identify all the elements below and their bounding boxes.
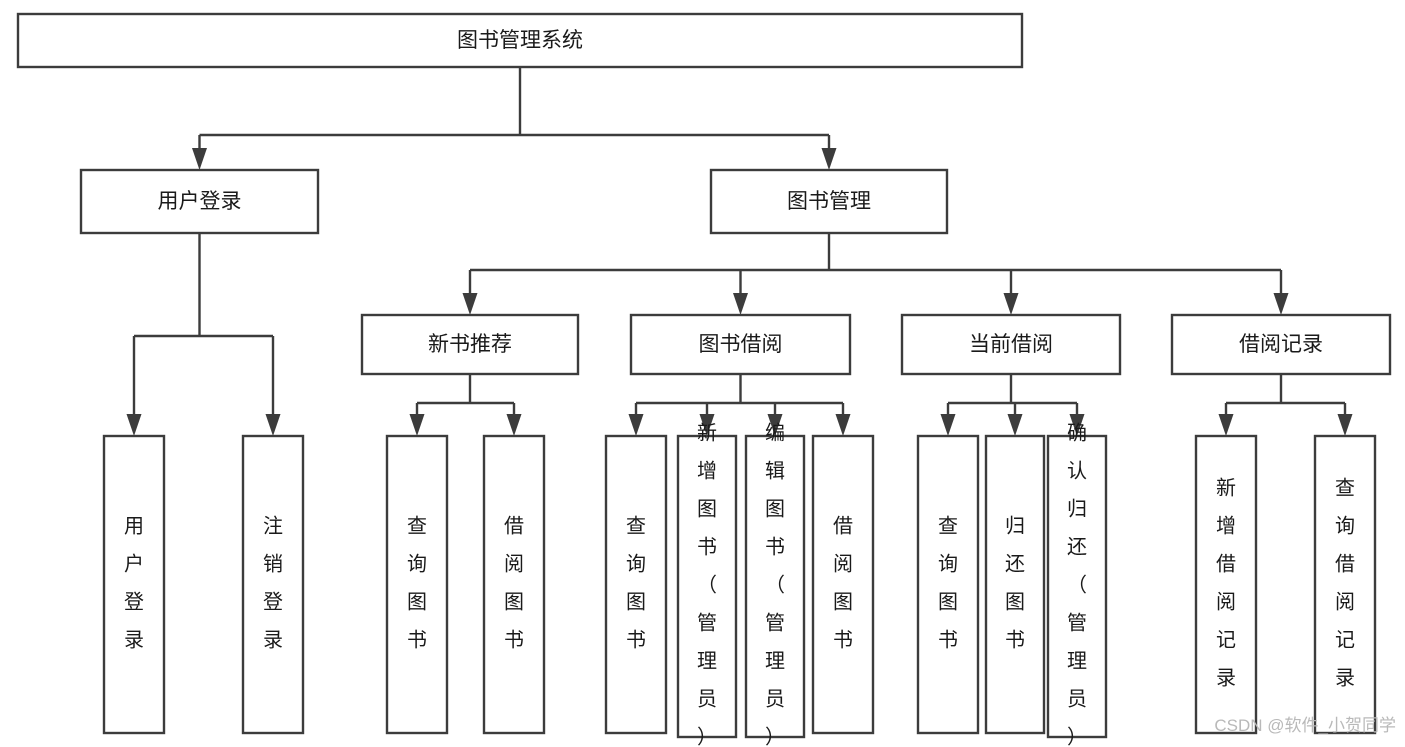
node-label: 借阅记录 [1239,333,1323,356]
node-box[interactable] [79,168,320,235]
arrow-head-icon [767,414,783,436]
node-box[interactable] [1170,313,1392,376]
node-box[interactable] [744,434,806,739]
node-label: 借阅图书 [833,515,853,652]
node-current-borrow[interactable]: 当前借阅 [900,313,1122,376]
node-box[interactable] [900,313,1122,376]
node-leaf-query-book-current[interactable]: 查询图书 [916,434,980,735]
node-box[interactable] [1313,434,1377,735]
arrow-head-icon [628,414,644,436]
node-box[interactable] [811,434,875,735]
node-box[interactable] [916,434,980,735]
arrow-head-icon [1007,414,1023,436]
arrow-head-icon [1003,293,1019,315]
arrow-head-icon [462,293,478,315]
connector-group-borrow-records [1218,374,1353,436]
node-label: 查询借阅记录 [1335,477,1355,690]
node-leaf-query-book-rec[interactable]: 查询图书 [385,434,449,735]
node-book-management[interactable]: 图书管理 [709,168,949,235]
node-root[interactable]: 图书管理系统 [16,12,1024,69]
node-box[interactable] [482,434,546,735]
node-label: 借阅图书 [504,515,524,652]
connector-group-user-login [126,233,281,436]
node-box[interactable] [385,434,449,735]
node-leaf-borrow-book-rec[interactable]: 借阅图书 [482,434,546,735]
node-leaf-add-record[interactable]: 新增借阅记录 [1194,434,1258,735]
connector-group-root [192,67,837,170]
arrow-head-icon [192,148,207,170]
arrow-head-icon [126,414,142,436]
node-label: 新增图书（管理员） [697,422,717,747]
node-label: 归还图书 [1005,515,1025,652]
node-leaf-logout[interactable]: 注销登录 [241,434,305,735]
node-leaf-user-login[interactable]: 用户登录 [102,434,166,735]
node-leaf-add-book[interactable]: 新增图书（管理员） [676,422,738,747]
arrow-head-icon [1218,414,1234,436]
node-box[interactable] [604,434,668,735]
connector-group-book-borrow [628,374,851,436]
arrow-head-icon [835,414,851,436]
node-label: 查询图书 [938,515,958,652]
arrow-head-icon [821,148,837,170]
watermark-label: CSDN @软件_小贺同学 [1214,716,1396,735]
node-label: 图书管理系统 [457,29,583,52]
node-new-book-recommend[interactable]: 新书推荐 [360,313,580,376]
node-label: 确认归还（管理员） [1067,422,1087,747]
node-label: 新书推荐 [428,333,512,356]
node-box[interactable] [676,434,738,739]
node-leaf-return-book[interactable]: 归还图书 [984,434,1046,735]
connector-group-book-management [462,233,1289,315]
node-label: 图书管理 [787,190,871,213]
node-box[interactable] [1046,434,1108,739]
node-book-borrow[interactable]: 图书借阅 [629,313,852,376]
arrow-head-icon [506,414,522,436]
node-leaf-query-book-borrow[interactable]: 查询图书 [604,434,668,735]
connector-group-current-borrow [940,374,1085,436]
node-box[interactable] [629,313,852,376]
node-label: 新增借阅记录 [1216,477,1236,690]
node-box[interactable] [1194,434,1258,735]
node-label: 用户登录 [124,516,144,652]
arrow-head-icon [409,414,425,436]
node-label: 用户登录 [158,190,242,213]
node-leaf-borrow-book[interactable]: 借阅图书 [811,434,875,735]
arrow-head-icon [699,414,715,436]
connector-layer [126,67,1353,436]
node-label: 图书借阅 [699,333,783,356]
node-layer: 图书管理系统用户登录图书管理新书推荐图书借阅当前借阅借阅记录用户登录注销登录查询… [16,12,1392,747]
node-label: 查询图书 [626,515,646,652]
arrow-head-icon [733,293,748,315]
arrow-head-icon [940,414,956,436]
node-label: 编辑图书（管理员） [765,422,785,747]
node-leaf-confirm-return[interactable]: 确认归还（管理员） [1046,422,1108,747]
node-box[interactable] [102,434,166,735]
node-label: 查询图书 [407,515,427,652]
node-leaf-edit-book[interactable]: 编辑图书（管理员） [744,422,806,747]
node-box[interactable] [16,12,1024,69]
node-user-login[interactable]: 用户登录 [79,168,320,235]
arrow-head-icon [1273,293,1289,315]
arrow-head-icon [1069,414,1085,436]
arrow-head-icon [265,414,281,436]
connector-group-new-book-recommend [409,374,522,436]
arrow-head-icon [1337,414,1353,436]
node-leaf-query-record[interactable]: 查询借阅记录 [1313,434,1377,735]
node-box[interactable] [360,313,580,376]
node-label: 当前借阅 [969,333,1053,356]
node-box[interactable] [709,168,949,235]
node-label: 注销登录 [263,515,283,652]
node-box[interactable] [241,434,305,735]
node-box[interactable] [984,434,1046,735]
node-borrow-records[interactable]: 借阅记录 [1170,313,1392,376]
